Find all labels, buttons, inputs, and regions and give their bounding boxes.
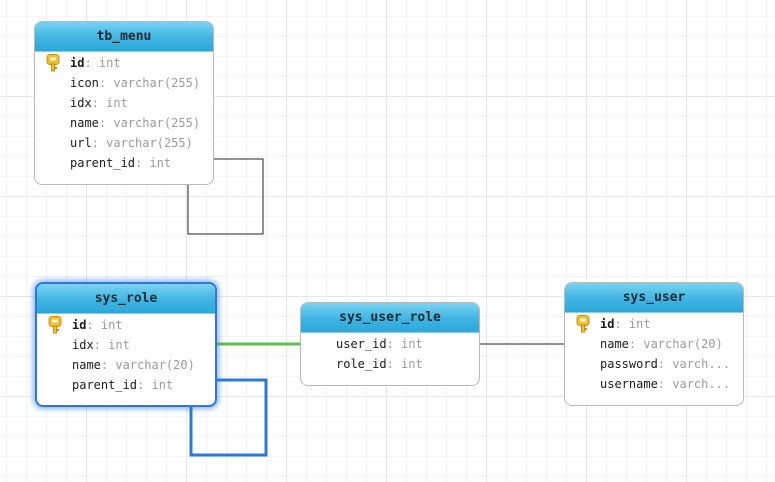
field-name: id	[72, 318, 87, 332]
field-separator: :	[386, 337, 402, 351]
field-type: int	[149, 156, 172, 170]
field-row[interactable]: username: varch...	[565, 374, 743, 394]
field-separator: :	[657, 357, 673, 371]
field-separator: :	[614, 317, 629, 331]
field-name: icon	[70, 76, 99, 90]
field-type: int	[401, 357, 423, 371]
field-row[interactable]: icon: varchar(255)	[35, 73, 213, 93]
entity-title: sys_user_role	[301, 303, 479, 333]
field-row[interactable]: id: int	[35, 53, 213, 73]
field-separator: :	[93, 338, 109, 352]
field-type: varch...	[672, 357, 731, 371]
field-type: int	[106, 96, 128, 110]
field-row[interactable]: idx: int	[37, 335, 215, 355]
field-row[interactable]: name: varchar(20)	[37, 355, 215, 375]
field-separator: :	[98, 116, 114, 130]
field-type: int	[151, 378, 174, 392]
field-separator: :	[91, 96, 107, 110]
field-type: varchar(255)	[106, 136, 193, 150]
field-type: varch...	[672, 377, 731, 391]
field-name: role_id	[336, 357, 387, 371]
field-separator: :	[135, 156, 150, 170]
field-name: name	[70, 116, 99, 130]
field-row[interactable]: role_id: int	[301, 354, 479, 374]
field-type: int	[401, 337, 423, 351]
field-separator: :	[386, 357, 402, 371]
field-type: int	[628, 317, 651, 331]
field-row[interactable]: user_id: int	[301, 334, 479, 354]
field-name: name	[600, 337, 629, 351]
field-separator: :	[86, 318, 101, 332]
field-type: int	[108, 338, 130, 352]
field-name: idx	[72, 338, 94, 352]
field-type: int	[98, 56, 121, 70]
field-row[interactable]: name: varchar(255)	[35, 113, 213, 133]
field-separator: :	[628, 337, 644, 351]
field-name: id	[70, 56, 85, 70]
field-row[interactable]: url: varchar(255)	[35, 133, 213, 153]
field-row[interactable]: name: varchar(20)	[565, 334, 743, 354]
field-type: int	[100, 318, 123, 332]
field-row[interactable]: parent_id: int	[37, 375, 215, 395]
field-row[interactable]: id: int	[37, 315, 215, 335]
field-name: url	[70, 136, 92, 150]
field-type: varchar(255)	[113, 76, 201, 90]
field-separator: :	[657, 377, 673, 391]
entity-title: sys_user	[565, 283, 743, 313]
entity-title: tb_menu	[35, 22, 213, 52]
field-row[interactable]: idx: int	[35, 93, 213, 113]
field-separator: :	[137, 378, 152, 392]
key-icon	[47, 316, 63, 334]
field-row[interactable]: id: int	[565, 314, 743, 334]
field-type: varchar(20)	[115, 358, 195, 372]
field-name: username	[600, 377, 658, 391]
field-type: varchar(20)	[643, 337, 723, 351]
field-name: parent_id	[72, 378, 138, 392]
field-separator: :	[98, 76, 114, 90]
field-separator: :	[91, 136, 107, 150]
field-name: name	[72, 358, 101, 372]
key-icon	[575, 315, 591, 333]
field-row[interactable]: parent_id: int	[35, 153, 213, 173]
field-name: idx	[70, 96, 92, 110]
field-separator: :	[100, 358, 116, 372]
field-separator: :	[84, 56, 99, 70]
entity-title: sys_role	[37, 284, 215, 314]
field-name: id	[600, 317, 615, 331]
field-type: varchar(255)	[113, 116, 201, 130]
field-name: password	[600, 357, 658, 371]
field-name: user_id	[336, 337, 387, 351]
field-name: parent_id	[70, 156, 136, 170]
field-row[interactable]: password: varch...	[565, 354, 743, 374]
key-icon	[45, 54, 61, 72]
